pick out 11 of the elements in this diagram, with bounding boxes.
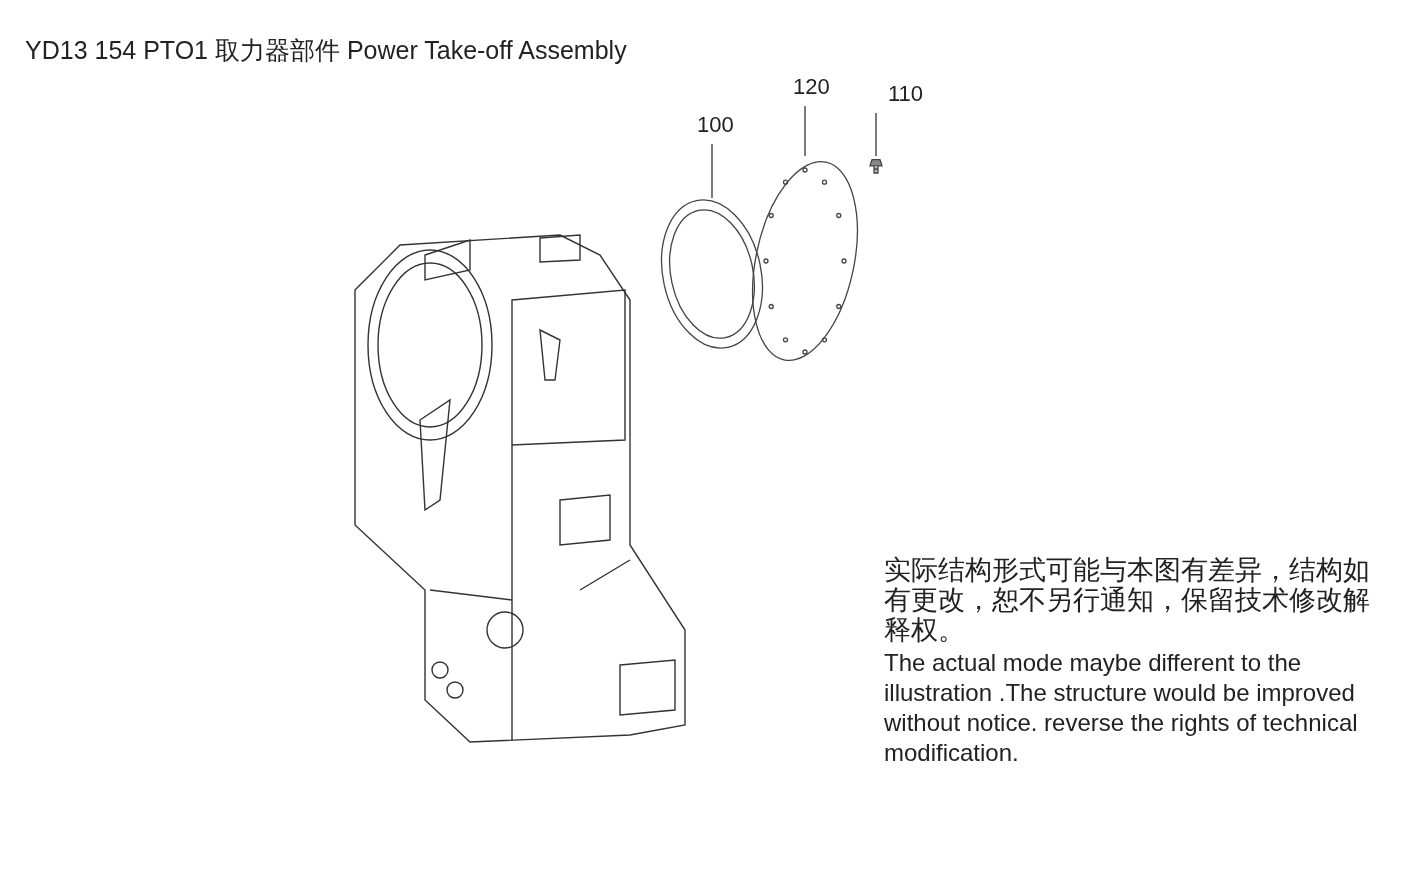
bolt-drawing [867, 156, 885, 174]
leader-line [804, 105, 806, 157]
callout-number: 100 [697, 112, 737, 138]
leader-line [711, 143, 713, 199]
gasket-drawing [662, 198, 762, 350]
diagram-title: YD13 154 PTO1 取力器部件 Power Take-off Assembly [25, 35, 627, 66]
callout-number: 110 [888, 81, 928, 107]
note-text: 实际结构形式可能与本图有差异，结构如有更改，恕不另行通知，保留技术修改解释权。 [884, 555, 1371, 645]
leader-line [875, 112, 877, 157]
note-text: The actual mode maybe different to the illustration .The structure would be improved without notice. reverse the rights of technical modification. [884, 648, 1359, 768]
callout-number: 120 [793, 74, 833, 100]
